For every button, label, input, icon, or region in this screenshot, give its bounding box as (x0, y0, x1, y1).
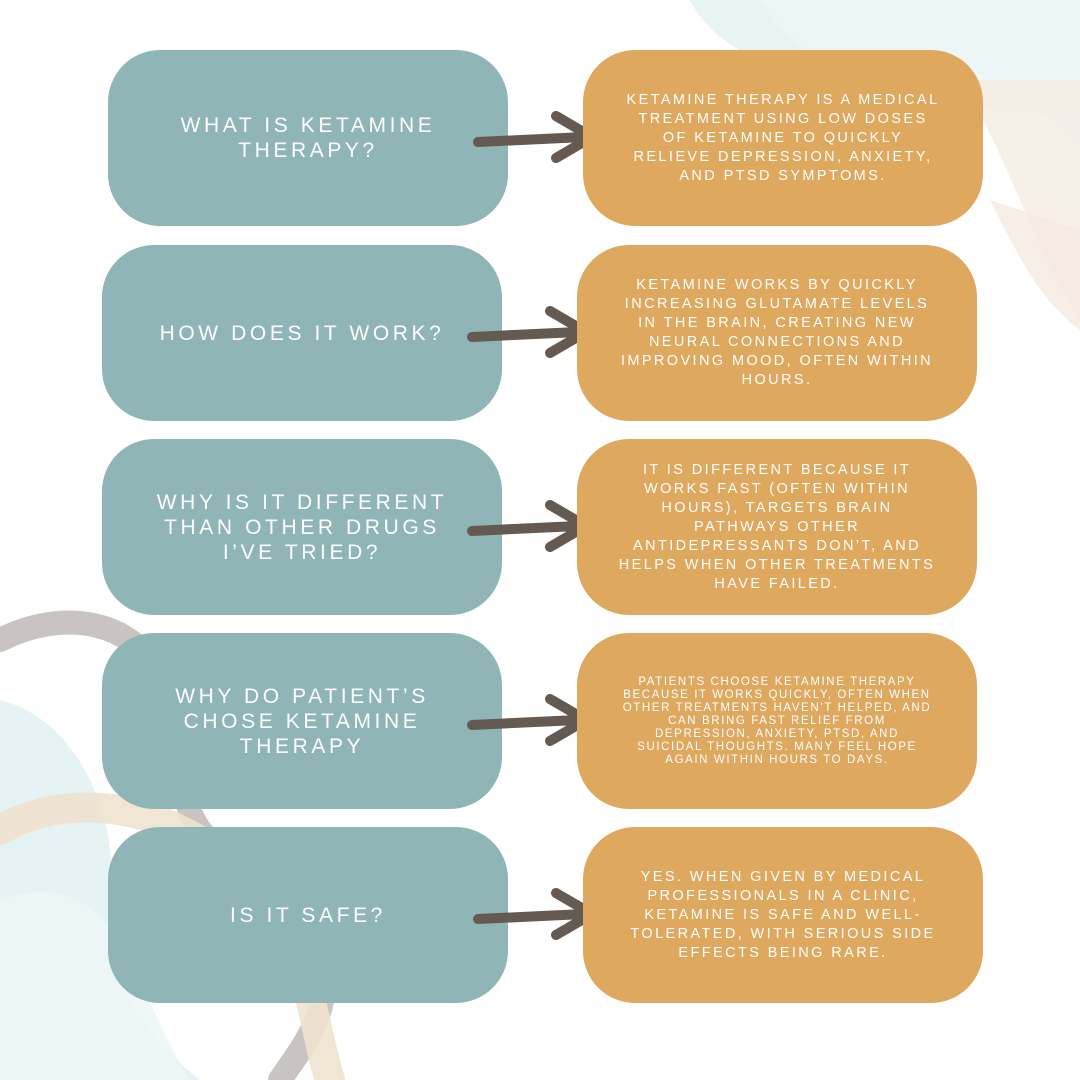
question-box: HOW DOES IT WORK? (102, 245, 502, 421)
faq-row: HOW DOES IT WORK? KETAMINE WORKS BY QUIC… (0, 245, 1080, 425)
question-text: WHAT IS KETAMINE THERAPY? (180, 114, 436, 162)
question-text: WHY DO PATIENT’S CHOSE KETAMINE THERAPY (175, 684, 429, 758)
answer-text: KETAMINE WORKS BY QUICKLY INCREASING GLU… (620, 277, 934, 388)
answer-box: IT IS DIFFERENT BECAUSE IT WORKS FAST (O… (577, 439, 977, 615)
answer-box: PATIENTS CHOOSE KETAMINE THERAPY BECAUSE… (577, 633, 977, 809)
answer-text: PATIENTS CHOOSE KETAMINE THERAPY BECAUSE… (622, 675, 932, 766)
answer-text: KETAMINE THERAPY IS A MEDICAL TREATMENT … (626, 91, 940, 184)
answer-box: KETAMINE WORKS BY QUICKLY INCREASING GLU… (577, 245, 977, 421)
faq-row: WHAT IS KETAMINE THERAPY? KETAMINE THERA… (0, 50, 1080, 230)
faq-row: IS IT SAFE? YES. WHEN GIVEN BY MEDICAL P… (0, 827, 1080, 1007)
question-box: WHY DO PATIENT’S CHOSE KETAMINE THERAPY (102, 633, 502, 809)
faq-row: WHY IS IT DIFFERENT THAN OTHER DRUGS I’V… (0, 439, 1080, 619)
answer-text: YES. WHEN GIVEN BY MEDICAL PROFESSIONALS… (630, 868, 936, 961)
question-text: HOW DOES IT WORK? (159, 321, 445, 345)
answer-box: KETAMINE THERAPY IS A MEDICAL TREATMENT … (583, 50, 983, 226)
question-text: IS IT SAFE? (230, 903, 386, 927)
answer-box: YES. WHEN GIVEN BY MEDICAL PROFESSIONALS… (583, 827, 983, 1003)
question-box: WHY IS IT DIFFERENT THAN OTHER DRUGS I’V… (102, 439, 502, 615)
answer-text: IT IS DIFFERENT BECAUSE IT WORKS FAST (O… (618, 461, 936, 592)
question-text: WHY IS IT DIFFERENT THAN OTHER DRUGS I’V… (156, 490, 448, 564)
faq-row: WHY DO PATIENT’S CHOSE KETAMINE THERAPY … (0, 633, 1080, 813)
question-box: WHAT IS KETAMINE THERAPY? (108, 50, 508, 226)
question-box: IS IT SAFE? (108, 827, 508, 1003)
